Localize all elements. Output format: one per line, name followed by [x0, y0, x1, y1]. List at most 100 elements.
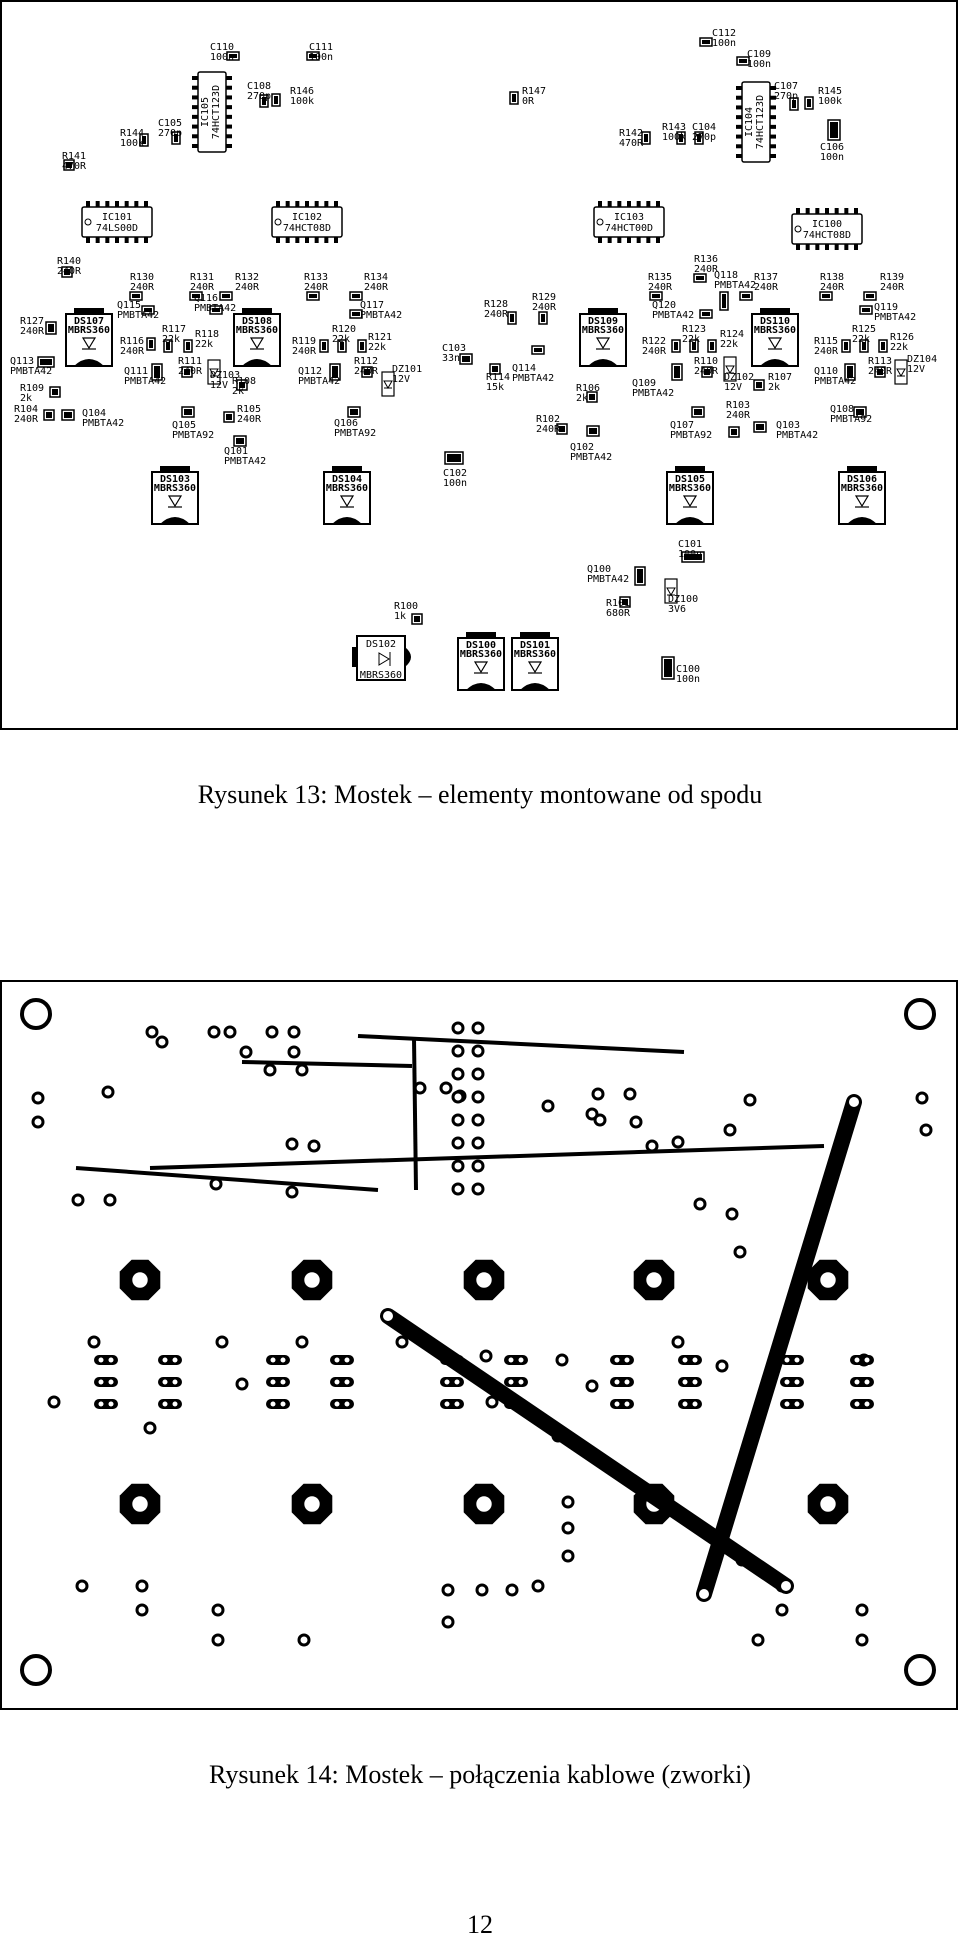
- component-ref: R139: [880, 272, 904, 283]
- component-r127: [45, 321, 57, 335]
- component-value: 22k: [720, 339, 738, 350]
- component-ref: Q107: [670, 420, 694, 431]
- component-value: MBRS360: [841, 483, 883, 494]
- component-q109: [671, 363, 683, 381]
- component-value: 22k: [682, 334, 700, 345]
- component-ref: C106: [820, 142, 844, 153]
- component-value: 240R: [120, 346, 145, 357]
- component-value: 240R: [190, 282, 215, 293]
- component-ref: R102: [536, 414, 560, 425]
- component-r117: [163, 339, 173, 353]
- component-value: 74LS00D: [96, 223, 138, 234]
- component-q105: [181, 406, 195, 418]
- component-ref: IC102: [292, 212, 322, 223]
- diode-ds100: [457, 632, 505, 691]
- component-r118: [183, 339, 193, 353]
- component-r114: [489, 363, 501, 375]
- component-r110: [701, 366, 713, 378]
- component-ref: R124: [720, 329, 744, 340]
- component-value: 100n: [309, 52, 333, 63]
- component-r104: [43, 409, 55, 421]
- component-r116: [146, 337, 156, 351]
- component-value: 470R: [62, 161, 87, 172]
- component-r146: [271, 93, 281, 107]
- component-r103: [728, 426, 740, 438]
- component-value: 12V: [907, 364, 925, 375]
- component-r138: [819, 291, 833, 301]
- component-value: MBRS360: [582, 325, 624, 336]
- component-r143: [676, 131, 686, 145]
- component-r111: [181, 366, 193, 378]
- ic-ic104: [736, 81, 776, 163]
- ic-ic100: [791, 208, 863, 250]
- component-value: 100n: [210, 52, 234, 63]
- component-value: PMBTA42: [652, 310, 694, 321]
- component-ref: R119: [292, 336, 316, 347]
- component-r121: [357, 339, 367, 353]
- diode-ds106: [838, 466, 886, 525]
- component-r129: [538, 311, 548, 325]
- component-r147: [509, 91, 519, 105]
- component-r132: [219, 291, 233, 301]
- jumper-wire: [149, 1144, 825, 1170]
- component-r112: [361, 366, 373, 378]
- jumper-wire: [412, 1037, 418, 1191]
- component-ref: R135: [648, 272, 672, 283]
- component-c108: [259, 94, 269, 108]
- diode-ds103: [151, 466, 199, 525]
- component-ref: C110: [210, 42, 234, 53]
- component-ref: R138: [820, 272, 844, 283]
- component-ref: R143: [662, 122, 686, 133]
- component-value: 240R: [364, 282, 389, 293]
- component-ref: R113: [868, 356, 892, 367]
- figure-14-wire-jumpers: [0, 980, 958, 1710]
- component-value: PMBTA42: [224, 456, 266, 467]
- component-value: 240R: [484, 309, 509, 320]
- component-ref: DS108: [242, 316, 272, 327]
- component-value: PMBTA42: [632, 388, 674, 399]
- component-ref: C100: [676, 664, 700, 675]
- component-c110: [226, 51, 240, 61]
- ic-ic105: [192, 71, 232, 153]
- component-ref: IC104: [744, 107, 755, 137]
- component-value: 680R: [606, 608, 631, 619]
- component-ref: R137: [754, 272, 778, 283]
- component-ref: C101: [678, 539, 702, 550]
- component-ref: C112: [712, 28, 736, 39]
- component-c111: [306, 51, 320, 61]
- component-r137: [739, 291, 753, 301]
- component-ref: Q101: [224, 446, 248, 457]
- component-value: 240R: [130, 282, 155, 293]
- component-value: PMBTA42: [360, 310, 402, 321]
- jumper-wire-thick: [696, 1094, 862, 1602]
- component-value: 12V: [392, 374, 410, 385]
- component-ref: DZ101: [392, 364, 422, 375]
- component-value: 100n: [820, 152, 844, 163]
- component-r107: [753, 379, 765, 391]
- component-ref: R116: [120, 336, 144, 347]
- component-value: 22k: [195, 339, 213, 350]
- component-value: 240R: [292, 346, 317, 357]
- component-value: PMBTA42: [714, 280, 756, 291]
- component-ref: C107: [774, 81, 798, 92]
- component-value: 240R: [536, 424, 561, 435]
- component-r140: [61, 266, 73, 278]
- component-ref: R106: [576, 383, 600, 394]
- component-ref: Q118: [714, 270, 738, 281]
- component-q101: [233, 435, 247, 447]
- component-ref: Q114: [512, 363, 536, 374]
- component-r131: [189, 291, 203, 301]
- component-ref: C111: [309, 42, 333, 53]
- component-value: 240R: [235, 282, 260, 293]
- diode-ds102: [352, 635, 411, 681]
- component-ref: R104: [14, 404, 38, 415]
- component-ref: DS100: [466, 640, 496, 651]
- component-r102: [556, 423, 568, 435]
- component-c102: [444, 451, 464, 465]
- component-value: 240R: [304, 282, 329, 293]
- component-ref: R111: [178, 356, 202, 367]
- component-value: PMBTA92: [830, 414, 872, 425]
- component-ref: Q119: [874, 302, 898, 313]
- component-r115: [841, 339, 851, 353]
- component-value: MBRS360: [236, 325, 278, 336]
